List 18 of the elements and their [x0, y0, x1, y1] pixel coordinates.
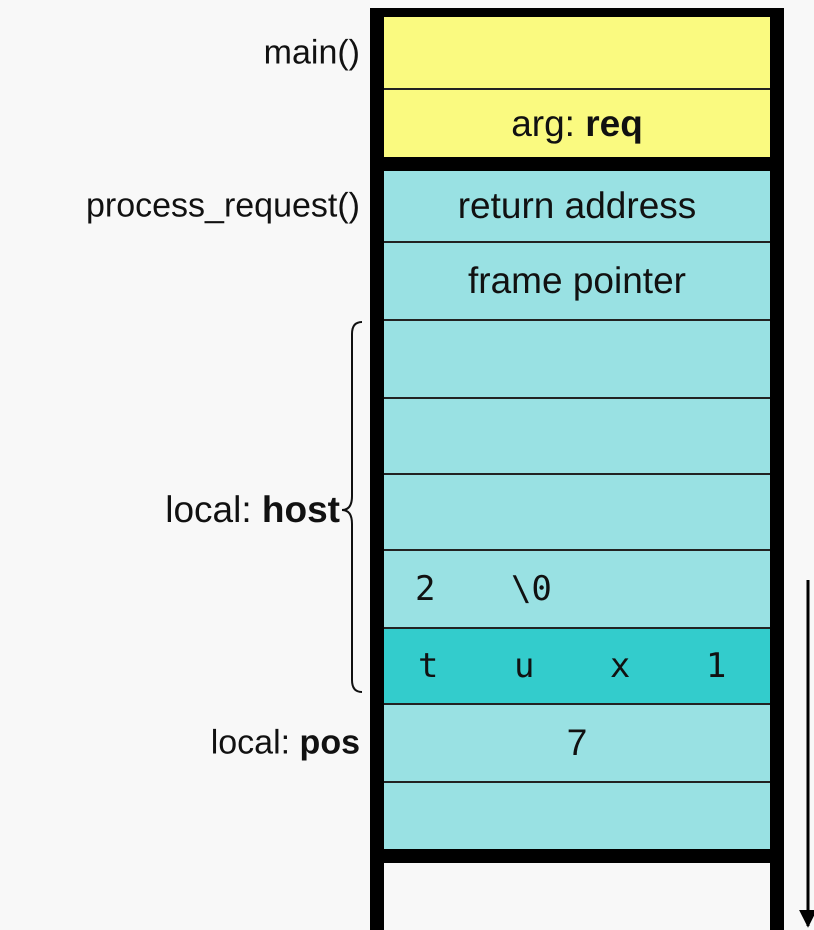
stack-slot — [384, 627, 770, 703]
stack-slot — [384, 473, 770, 549]
byte-values: 2 \0 — [415, 569, 552, 609]
stack-slot — [384, 549, 770, 627]
frame-label: main() — [264, 33, 360, 72]
slot-text: frame pointer — [468, 260, 686, 302]
stack-slot — [384, 88, 770, 157]
slot-text: return address — [458, 185, 696, 227]
stack-slot — [384, 781, 770, 849]
stack-slot — [384, 319, 770, 397]
slot-text: 7 — [566, 722, 588, 764]
stack-slot — [384, 397, 770, 473]
frame-label: process_request() — [86, 186, 360, 226]
slot-text: arg: req — [511, 102, 643, 144]
stack-slot — [384, 241, 770, 319]
byte-values: t u x 1 — [418, 646, 726, 686]
variable-label: local: host — [165, 489, 340, 531]
frame-label: local: pos — [210, 724, 360, 762]
